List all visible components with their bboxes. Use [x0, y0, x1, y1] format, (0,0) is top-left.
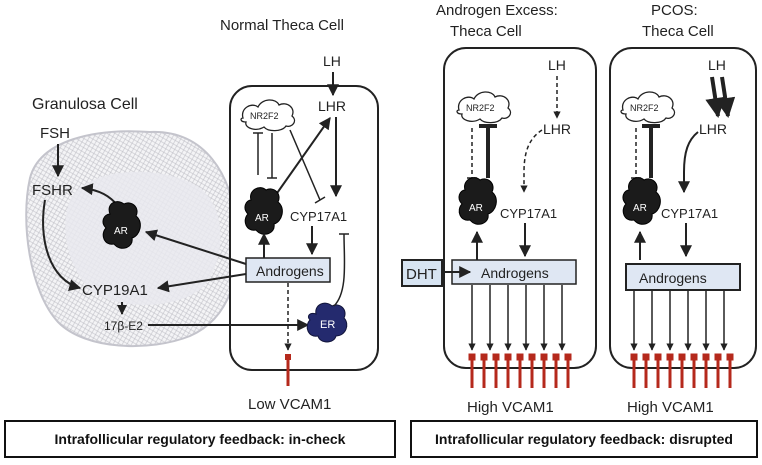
- pcos-vcam1-receptors: [630, 353, 734, 388]
- excess-title-line2: Theca Cell: [450, 23, 522, 40]
- pcos-androgens-box: [625, 263, 741, 291]
- pcos-ar-label: AR: [633, 203, 647, 214]
- excess-title-line1: Androgen Excess:: [436, 2, 558, 19]
- normal-er-icon: ER: [306, 302, 348, 343]
- e2-label: 17β-E2: [104, 319, 143, 333]
- normal-theca-panel: Normal Theca Cell LH LHR NR2F2 AR CYP17A…: [144, 17, 379, 413]
- excess-vcam1-receptors: [468, 353, 572, 388]
- pcos-ar-icon: AR: [622, 177, 661, 225]
- excess-androgens-box: [451, 259, 577, 285]
- excess-vcam1-receptor: [504, 353, 512, 361]
- pcos-title-line2: Theca Cell: [642, 23, 714, 40]
- footer-disrupted-box: Intrafollicular regulatory feedback: dis…: [410, 420, 758, 458]
- pcos-vcam1-receptor: [678, 353, 686, 361]
- pcos-vcam1-receptor: [726, 353, 734, 361]
- pcos-title-line1: PCOS:: [651, 2, 698, 19]
- normal-ar-label: AR: [255, 213, 269, 224]
- normal-vcam1-receptor: [285, 354, 291, 360]
- normal-vcam1-label: Low VCAM1: [248, 396, 331, 413]
- excess-vcam1-receptor: [528, 353, 536, 361]
- excess-vcam1-receptor: [516, 353, 524, 361]
- granulosa-cell: Granulosa Cell FSH FSHR AR CYP19A1 17β-E…: [25, 96, 239, 348]
- pcos-lhr-to-cyp17a1-arrow: [678, 131, 699, 194]
- fsh-label: FSH: [40, 125, 70, 142]
- footer-in-check-label: Intrafollicular regulatory feedback: in-…: [54, 431, 346, 447]
- androgens-to-cyp19a1-arrow: [156, 273, 247, 293]
- pcos-signal-arrows: [630, 291, 728, 351]
- excess-lhr-label: LHR: [543, 121, 571, 137]
- pcos-vcam1-receptor: [666, 353, 674, 361]
- pcos-androgens-label: Androgens: [639, 270, 707, 286]
- ar-granulosa-icon: AR: [102, 201, 141, 249]
- excess-lhr-to-cyp17a1-arrow: [520, 129, 543, 193]
- excess-cyp17a1-label: CYP17A1: [500, 206, 557, 221]
- normal-nr2f2-inhibit-cyp17a1: [289, 129, 321, 201]
- dht-label: DHT: [406, 266, 437, 283]
- excess-vcam1-receptor: [480, 353, 488, 361]
- excess-nr2f2-label: NR2F2: [466, 103, 495, 113]
- pcos-vcam1-receptor: [642, 353, 650, 361]
- excess-nr2f2-icon: NR2F2: [456, 91, 512, 124]
- pcos-vcam1-receptor: [630, 353, 638, 361]
- normal-nr2f2-icon: NR2F2: [240, 99, 296, 132]
- excess-vcam1-receptor: [492, 353, 500, 361]
- footer-in-check-box: Intrafollicular regulatory feedback: in-…: [4, 420, 396, 458]
- normal-ar-icon: AR: [244, 187, 283, 235]
- dht-box: [401, 259, 443, 287]
- normal-ar-to-lhr-arrow: [274, 117, 331, 197]
- excess-signal-arrows: [468, 285, 566, 351]
- normal-cyp17a1-label: CYP17A1: [290, 209, 347, 224]
- pcos-vcam1-receptor: [702, 353, 710, 361]
- excess-vcam1-label: High VCAM1: [467, 399, 554, 416]
- excess-lh-label: LH: [548, 57, 566, 73]
- pcos-nr2f2-icon: NR2F2: [620, 91, 676, 124]
- pcos-lhr-label: LHR: [699, 121, 727, 137]
- granulosa-nucleus-area: [65, 171, 221, 305]
- normal-title: Normal Theca Cell: [220, 17, 344, 34]
- normal-theca-cell-body: [229, 85, 379, 371]
- ar-granulosa-label: AR: [114, 226, 128, 237]
- normal-nr2f2-label: NR2F2: [250, 111, 279, 121]
- excess-androgens-label: Androgens: [481, 265, 549, 281]
- normal-lhr-label: LHR: [318, 98, 346, 114]
- excess-vcam1-receptor: [552, 353, 560, 361]
- excess-vcam1-receptor: [564, 353, 572, 361]
- excess-ar-label: AR: [469, 203, 483, 214]
- cyp19a1-label: CYP19A1: [82, 282, 148, 299]
- excess-vcam1-receptor: [468, 353, 476, 361]
- fshr-label: FSHR: [32, 182, 73, 199]
- footer-disrupted-label: Intrafollicular regulatory feedback: dis…: [435, 431, 733, 447]
- pcos-cyp17a1-label: CYP17A1: [661, 206, 718, 221]
- excess-theca-panel: Androgen Excess: Theca Cell LH LHR NR2F2…: [401, 2, 597, 416]
- pcos-theca-panel: PCOS: Theca Cell LH LHR NR2F2 AR CYP17A1…: [609, 2, 757, 416]
- pcos-vcam1-receptor: [654, 353, 662, 361]
- excess-vcam1-receptor: [540, 353, 548, 361]
- pcos-lh-thick-arrow-2: [715, 76, 736, 118]
- granulosa-title: Granulosa Cell: [32, 96, 138, 113]
- pcos-nr2f2-label: NR2F2: [630, 103, 659, 113]
- pcos-vcam1-receptor: [714, 353, 722, 361]
- fshr-to-cyp19a1-arrow: [42, 199, 82, 292]
- normal-nr2f2-inhibit-cyp17a1-bar: [314, 196, 326, 204]
- normal-lh-label: LH: [323, 53, 341, 69]
- androgens-to-granulosa-ar-arrow: [144, 229, 247, 265]
- pcos-vcam1-receptor: [690, 353, 698, 361]
- excess-ar-icon: AR: [458, 177, 497, 225]
- normal-androgens-label: Androgens: [256, 263, 324, 279]
- normal-er-inhibit-cyp17a1: [333, 233, 346, 307]
- pcos-vcam1-label: High VCAM1: [627, 399, 714, 416]
- normal-er-label: ER: [320, 319, 335, 331]
- pcos-lh-label: LH: [708, 57, 726, 73]
- normal-androgens-box: [245, 257, 331, 283]
